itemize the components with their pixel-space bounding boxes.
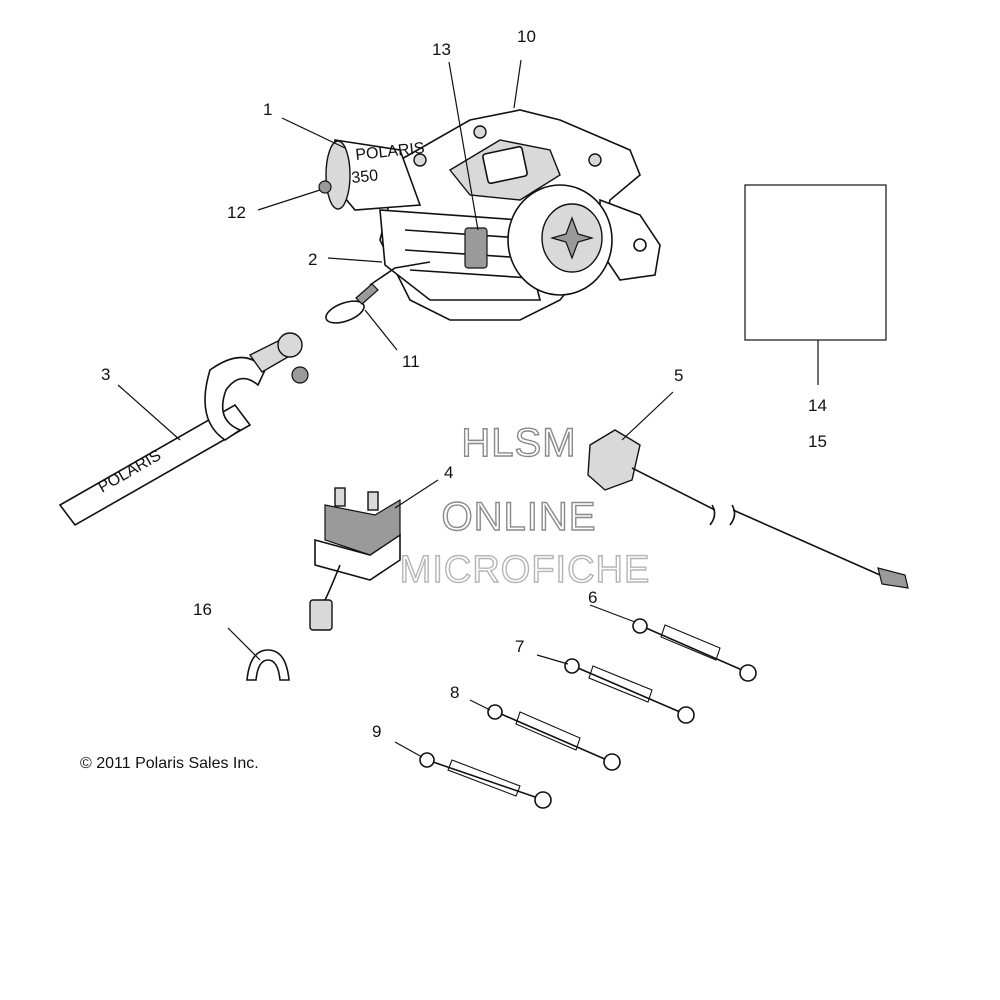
- winch-assembly: POLARIS 350: [318, 109, 661, 324]
- cable-9-sleeve: [447, 759, 521, 797]
- cable-8-eye-a: [487, 704, 503, 720]
- cable-8-eye-b: [603, 753, 621, 771]
- cable-6-sleeve: [660, 624, 721, 661]
- callout-labels: 1 2 3 4 5 6 7 8 9 10 11 12 13 14 15 16: [101, 27, 827, 741]
- cable-9-eye-b: [534, 791, 552, 809]
- callout-6: 6: [588, 588, 597, 607]
- leader-10: [513, 59, 522, 109]
- leader-11: [364, 309, 398, 351]
- leader-7: [536, 654, 569, 665]
- leader-4: [394, 479, 439, 509]
- callout-15: 15: [808, 432, 827, 451]
- callout-11: 11: [402, 352, 420, 371]
- cable-7-eye-b: [677, 706, 695, 724]
- leader-8: [469, 699, 491, 711]
- watermark-line-1: HLSM: [461, 421, 576, 465]
- hook-clevis: [277, 332, 303, 358]
- callout-10: 10: [517, 27, 536, 46]
- winch-contactor: [309, 487, 401, 631]
- hook-pin: [291, 366, 309, 384]
- cable-7: [564, 658, 695, 724]
- cable-7-sleeve: [588, 665, 653, 703]
- cable-6-eye-a: [632, 618, 648, 634]
- clip-16: [246, 649, 290, 681]
- leader-16: [227, 627, 261, 661]
- watermark-line-2: ONLINE: [442, 495, 597, 539]
- copyright-notice: © 2011 Polaris Sales Inc.: [80, 755, 259, 772]
- literature-box: [744, 184, 887, 341]
- contactor-body: [324, 498, 401, 556]
- cable-8: [487, 704, 621, 771]
- cable-9-eye-a: [419, 752, 435, 768]
- leader-2: [327, 257, 383, 263]
- callout-12: 12: [227, 203, 246, 222]
- mount-plate-slot-inner: [482, 145, 528, 185]
- harness-cable-2: [732, 509, 881, 576]
- callout-7: 7: [515, 637, 524, 656]
- callout-13: 13: [432, 40, 451, 59]
- callout-8: 8: [450, 683, 459, 702]
- harness-break-2: [729, 504, 736, 526]
- harness-cable: [631, 467, 716, 511]
- mount-bolt-b: [413, 153, 427, 167]
- cable-9: [419, 752, 552, 809]
- fairlead-bolt-block: [464, 227, 488, 269]
- harness-end: [877, 567, 909, 589]
- cable-9-wire: [432, 761, 539, 799]
- clutch-knob-star: [549, 216, 595, 260]
- contactor-lead: [324, 564, 341, 601]
- winch-hook-strap: POLARIS: [58, 332, 309, 527]
- harness-connector: [587, 429, 641, 491]
- cable-8-sleeve: [515, 711, 581, 751]
- mount-bolt-a: [473, 125, 487, 139]
- leader-lines: [117, 59, 819, 758]
- cable-6-wire: [645, 627, 743, 671]
- bracket-hole: [633, 238, 647, 252]
- callout-1: 1: [263, 100, 272, 119]
- motor-terminal-stud: [318, 180, 332, 194]
- hook-strap-band: [58, 403, 252, 527]
- callout-4: 4: [444, 463, 453, 482]
- contactor-terminal-a: [334, 487, 346, 507]
- leader-9: [394, 741, 423, 758]
- mount-bolt-c: [588, 153, 602, 167]
- leader-1: [281, 117, 346, 149]
- cable-6-eye-b: [739, 664, 757, 682]
- callout-5: 5: [674, 366, 683, 385]
- watermark-line-3: MICROFICHE: [400, 549, 651, 591]
- watermark: HLSM ONLINE MICROFICHE: [399, 420, 651, 591]
- leader-3: [117, 384, 181, 441]
- harness-break: [709, 504, 716, 526]
- winch-rope-loop: [325, 300, 365, 324]
- cable-6: [632, 618, 757, 682]
- motor-model-text: 350: [351, 167, 379, 187]
- callout-2: 2: [308, 250, 317, 269]
- cable-8-wire: [500, 713, 608, 761]
- cable-7-wire: [577, 667, 681, 713]
- leader-5: [621, 391, 674, 441]
- winch-rope: [369, 261, 431, 286]
- cable-7-eye-a: [564, 658, 580, 674]
- winch-drum-housing: [379, 209, 542, 301]
- winch-motor-endcap: [325, 140, 351, 210]
- contactor-terminal-b: [367, 491, 379, 511]
- drum-line-3: [409, 269, 531, 279]
- contactor-plug: [309, 599, 333, 631]
- callout-9: 9: [372, 722, 381, 741]
- drum-line-1: [404, 229, 521, 239]
- callout-3: 3: [101, 365, 110, 384]
- control-harness: [587, 429, 909, 589]
- winch-rope-sleeve: [355, 283, 379, 305]
- leader-6: [589, 604, 636, 623]
- callout-14: 14: [808, 396, 827, 415]
- winch-hook-body: [204, 356, 266, 441]
- callout-16: 16: [193, 600, 212, 619]
- leader-12: [257, 189, 321, 211]
- leader-13: [448, 61, 479, 231]
